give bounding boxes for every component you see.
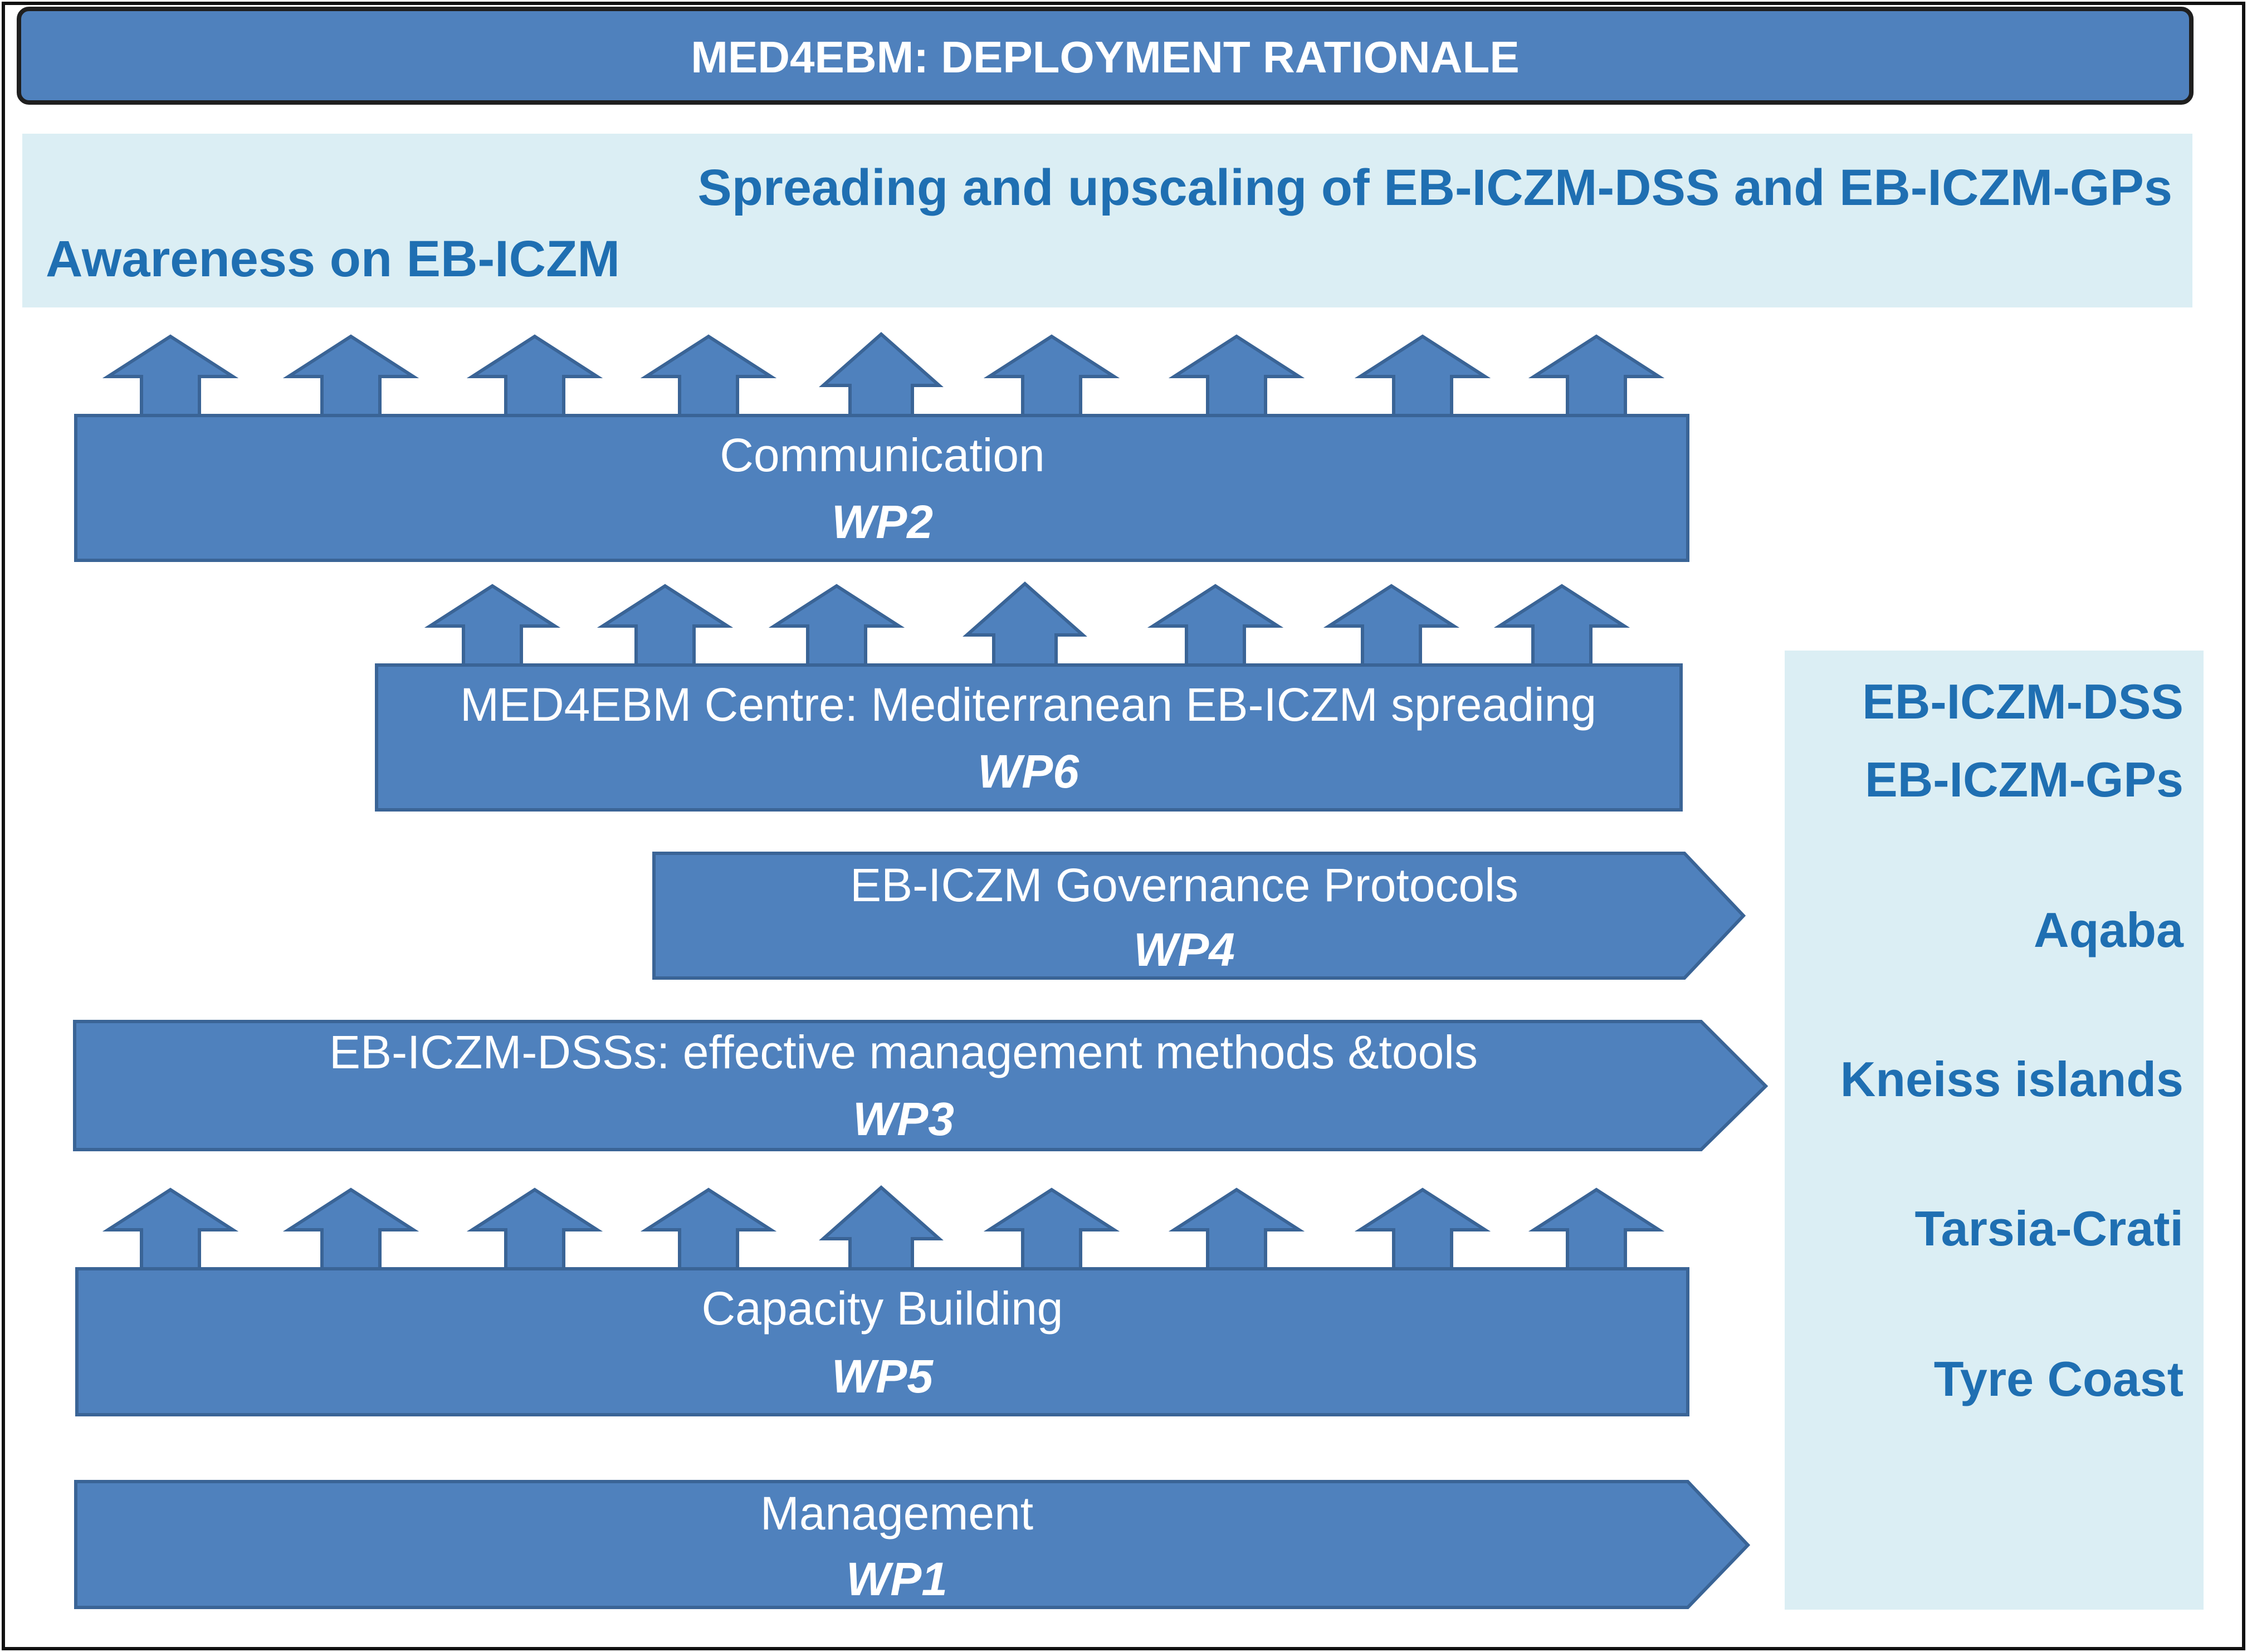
- side-item-eb-iczm-gps: EB-ICZM-GPs: [1865, 752, 2184, 807]
- wp-code-governance: WP4: [1134, 923, 1235, 976]
- side-item-tyre-coast: Tyre Coast: [1934, 1351, 2184, 1406]
- wp-code-capacity: WP5: [832, 1350, 934, 1402]
- wp-label-communication: Communication: [720, 429, 1045, 481]
- wp-code-management: WP1: [846, 1553, 947, 1605]
- arrow-row-centre: [424, 581, 1630, 667]
- wp-label-dss: EB-ICZM-DSSs: effective management metho…: [329, 1026, 1478, 1078]
- side-item-aqaba: Aqaba: [2034, 902, 2184, 957]
- wp-label-management: Management: [760, 1487, 1033, 1539]
- wp-box-governance: EB-ICZM Governance Protocols WP4: [652, 852, 1746, 980]
- top-banner: Spreading and upscaling of EB-ICZM-DSS a…: [22, 134, 2192, 307]
- wp-box-communication: Communication WP2: [74, 414, 1689, 562]
- wp-box-centre: MED4EBM Centre: Mediterranean EB-ICZM sp…: [375, 663, 1683, 812]
- wp-label-governance: EB-ICZM Governance Protocols: [850, 859, 1518, 911]
- wp-label-capacity: Capacity Building: [701, 1282, 1063, 1335]
- side-item-tarsia-crati: Tarsia-Crati: [1914, 1201, 2184, 1256]
- side-item-kneiss-islands: Kneiss islands: [1840, 1052, 2184, 1107]
- banner-line-spreading: Spreading and upscaling of EB-ICZM-DSS a…: [697, 159, 2172, 216]
- title-bar: MED4EBM: DEPLOYMENT RATIONALE: [17, 7, 2194, 105]
- wp-box-dss: EB-ICZM-DSSs: effective management metho…: [73, 1020, 1769, 1151]
- arrow-row-capacity: [102, 1185, 1665, 1270]
- wp-code-centre: WP6: [978, 745, 1079, 798]
- arrow-row-communication: [102, 331, 1665, 417]
- wp-code-dss: WP3: [853, 1093, 954, 1145]
- side-panel: EB-ICZM-DSS EB-ICZM-GPs Aqaba Kneiss isl…: [1785, 651, 2204, 1610]
- wp-code-communication: WP2: [832, 496, 933, 548]
- banner-line-awareness: Awareness on EB-ICZM: [46, 231, 620, 287]
- wp-label-centre: MED4EBM Centre: Mediterranean EB-ICZM sp…: [460, 678, 1596, 731]
- side-item-eb-iczm-dss: EB-ICZM-DSS: [1862, 674, 2184, 729]
- diagram-title: MED4EBM: DEPLOYMENT RATIONALE: [691, 32, 1519, 82]
- wp-box-capacity: Capacity Building WP5: [75, 1267, 1689, 1416]
- wp-box-management: Management WP1: [74, 1480, 1751, 1609]
